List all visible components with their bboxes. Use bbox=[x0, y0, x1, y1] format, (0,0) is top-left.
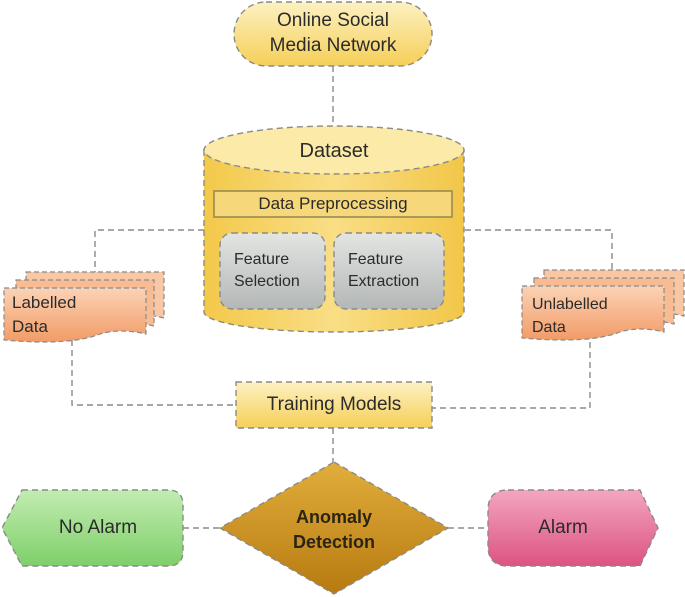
preprocessing-label: Data Preprocessing bbox=[258, 194, 408, 213]
connector-labelled-training bbox=[71, 340, 236, 406]
training-node bbox=[235, 381, 433, 429]
feature-extraction-node bbox=[333, 232, 445, 310]
unlabelled-label: Unlabelled Data bbox=[532, 293, 608, 339]
source-label-line-2: Media Network bbox=[269, 35, 397, 56]
feature-selection-line-1: Feature bbox=[234, 251, 290, 268]
unlabelled-data-node bbox=[521, 269, 685, 341]
labelled-line-1: Labelled bbox=[12, 293, 77, 312]
feature-extraction-line-2: Extraction bbox=[348, 273, 420, 290]
anomaly-label: Anomaly Detection bbox=[254, 505, 414, 555]
feature-selection-line-2: Selection bbox=[234, 273, 300, 290]
connector-unlabelled-training bbox=[432, 342, 591, 409]
source-label-line-1: Online Social bbox=[277, 10, 389, 31]
connector-preprocessing-unlabelled bbox=[455, 229, 613, 272]
unlabelled-line-2: Data bbox=[532, 319, 566, 336]
no-alarm-node bbox=[1, 489, 184, 567]
labelled-label: Labelled Data bbox=[12, 291, 76, 339]
connector-preprocessing-labelled bbox=[94, 229, 214, 272]
anomaly-node bbox=[218, 461, 450, 595]
feature-selection-label: Feature Selection bbox=[234, 249, 300, 293]
source-node bbox=[233, 1, 433, 67]
preprocessing-node bbox=[213, 190, 453, 218]
no-alarm-label: No Alarm bbox=[58, 517, 138, 538]
dataset-label: Dataset bbox=[299, 140, 369, 162]
training-label: Training Models bbox=[266, 394, 402, 415]
feature-extraction-label: Feature Extraction bbox=[348, 249, 419, 293]
labelled-line-2: Data bbox=[12, 317, 48, 336]
feature-selection-node bbox=[219, 232, 326, 310]
alarm-label: Alarm bbox=[538, 517, 588, 538]
source-label: Online Social Media Network bbox=[234, 8, 432, 58]
unlabelled-line-1: Unlabelled bbox=[532, 296, 608, 313]
anomaly-line-2: Detection bbox=[292, 532, 375, 552]
feature-extraction-line-1: Feature bbox=[348, 251, 404, 268]
labelled-data-node bbox=[3, 271, 165, 343]
anomaly-line-1: Anomaly bbox=[295, 507, 373, 527]
alarm-node bbox=[487, 489, 659, 567]
